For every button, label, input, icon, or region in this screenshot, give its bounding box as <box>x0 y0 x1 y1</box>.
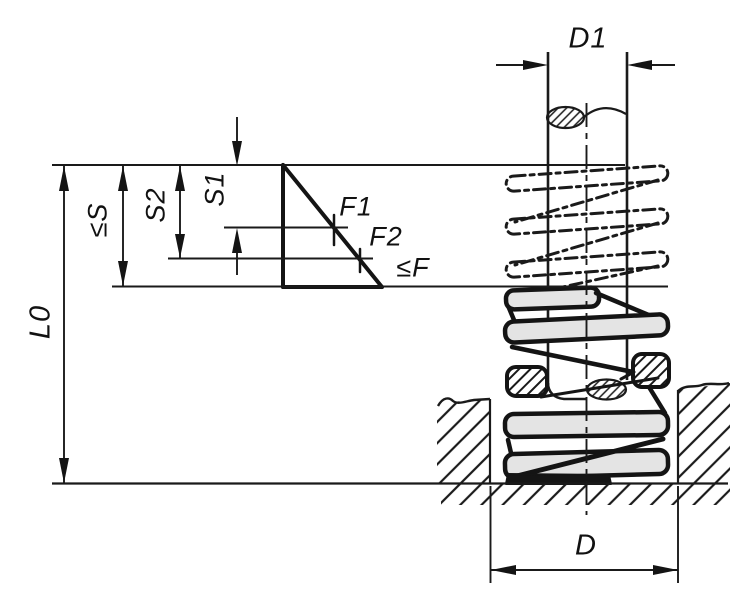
coil-diagonal <box>506 305 517 323</box>
coil-diagonal <box>619 370 636 381</box>
label-s2: S2 <box>140 187 171 223</box>
right-wall-hatch <box>678 383 730 484</box>
floor-hatch <box>441 484 730 505</box>
wire-section-left <box>505 365 549 398</box>
right-wall-break-edge <box>677 381 730 392</box>
force-deflection-triangle <box>281 163 384 289</box>
pin-break-arc-top <box>583 107 627 118</box>
dimension-s-max <box>118 166 128 286</box>
coil-diagonal <box>646 384 668 416</box>
label-f-max: ≤F <box>396 252 430 283</box>
dimension-d <box>489 486 679 583</box>
ground-seat <box>52 381 730 505</box>
coil-bar-top <box>503 285 602 312</box>
coil-diagonal <box>510 436 666 480</box>
left-wall-break-edge <box>436 397 491 407</box>
label-s-max: ≤S <box>82 202 113 238</box>
coil-diagonal <box>505 437 514 456</box>
label-s1: S1 <box>199 171 230 207</box>
dimension-s2 <box>175 166 185 258</box>
label-d1: D1 <box>568 22 608 55</box>
dimension-l0 <box>59 166 69 483</box>
dimension-d1 <box>496 60 675 70</box>
label-f1: F1 <box>339 191 373 222</box>
label-l0: L0 <box>24 304 57 340</box>
spring-free-position-phantom <box>504 164 670 298</box>
pin-break-section-top <box>545 105 586 130</box>
reference-lines <box>52 164 668 288</box>
left-wall-hatch <box>437 399 490 484</box>
label-d: D <box>575 529 597 562</box>
coil-diagonal <box>509 344 636 375</box>
wire-section-right <box>631 352 671 389</box>
dimension-s1 <box>232 117 242 275</box>
label-f2: F2 <box>369 221 403 252</box>
